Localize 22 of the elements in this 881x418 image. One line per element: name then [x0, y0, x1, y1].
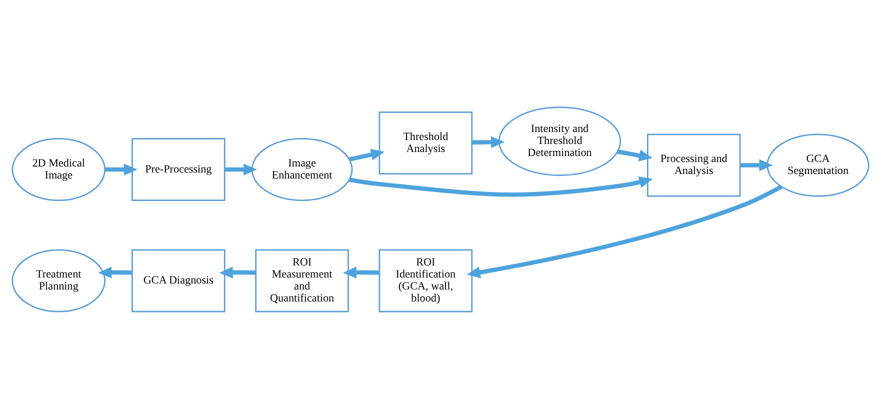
arrow [617, 149, 653, 161]
node-box: Processing and Analysis [646, 133, 741, 196]
node-ellipse: GCA Segmentation [766, 133, 870, 196]
node-box: Pre-Processing [132, 138, 226, 201]
node-box: GCA Diagnosis [132, 248, 226, 312]
arrow [466, 184, 783, 278]
arrow [224, 163, 258, 175]
arrow [98, 266, 132, 278]
arrow [105, 163, 138, 175]
arrow [342, 266, 380, 278]
node-ellipse: Image Enhancement [251, 138, 353, 201]
node-box: Threshold Analysis [378, 111, 473, 174]
arrow [349, 176, 653, 196]
arrow [348, 148, 385, 162]
arrow [472, 136, 505, 148]
node-ellipse: Treatment Planning [12, 248, 106, 312]
node-box: ROI Identification (GCA, wall, blood) [378, 248, 473, 312]
node-ellipse: 2D Medical Image [12, 138, 106, 201]
node-ellipse: Intensity and Threshold Determination [498, 106, 622, 176]
node-box: ROI Measurement and Quantification [255, 248, 349, 312]
arrow [219, 266, 256, 278]
arrow [740, 158, 773, 171]
